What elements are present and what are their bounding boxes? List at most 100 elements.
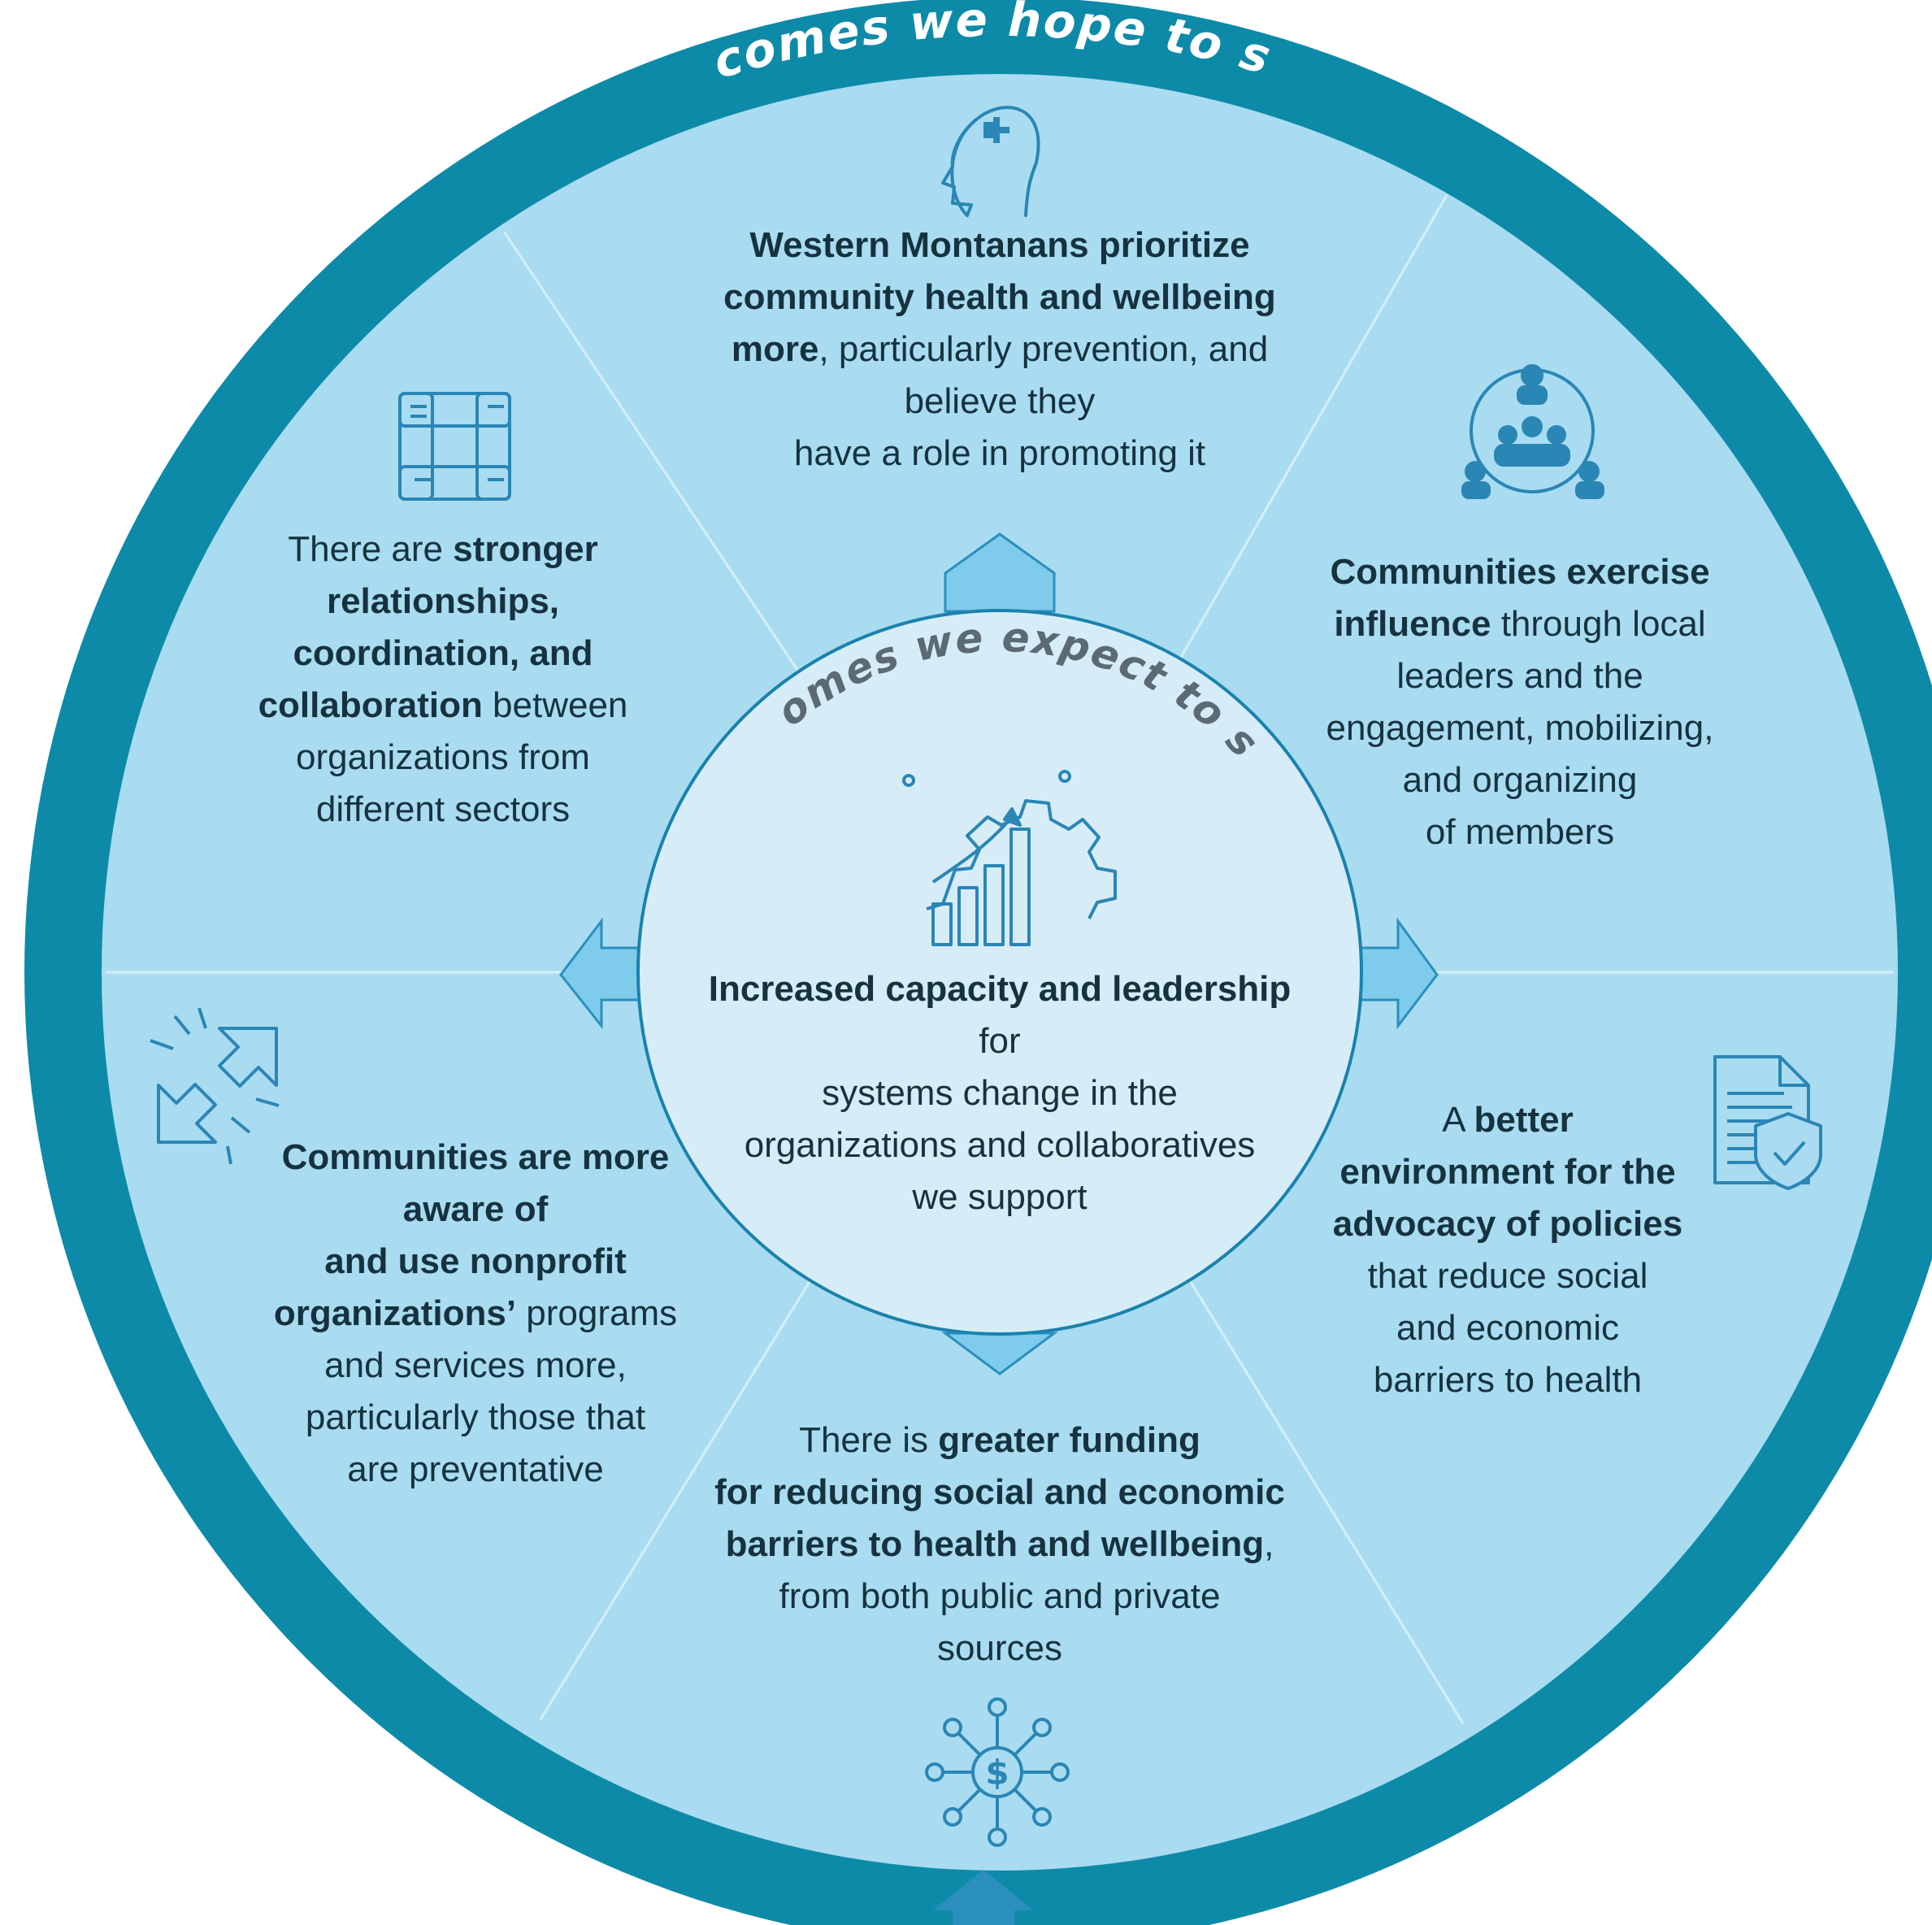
segment-text-line: have a role in promoting it bbox=[666, 428, 1333, 480]
expand-arrows-icon bbox=[150, 1007, 280, 1165]
segment-text-line: are preventative bbox=[248, 1444, 703, 1496]
segment-text-line: sources bbox=[666, 1623, 1333, 1675]
bold-text-run: relationships, bbox=[326, 581, 560, 621]
segment-text-line: barriers to health bbox=[1300, 1354, 1715, 1406]
text-run: and organizing bbox=[1402, 760, 1638, 800]
segment-text-line: for reducing social and economic bbox=[666, 1467, 1333, 1519]
text-run: that reduce social bbox=[1367, 1256, 1648, 1296]
segment-text-line: and economic bbox=[1300, 1302, 1715, 1354]
bold-text-run: community health and wellbeing bbox=[723, 277, 1276, 317]
text-run: There are bbox=[288, 529, 454, 569]
bold-text-run: and use nonprofit bbox=[324, 1241, 627, 1281]
text-run: organizations from bbox=[296, 737, 590, 777]
segment-text-line: from both public and private bbox=[666, 1571, 1333, 1623]
text-run: and economic bbox=[1396, 1308, 1619, 1348]
text-run: are preventative bbox=[347, 1449, 604, 1489]
segment-top-text: Western Montanans prioritize community he… bbox=[666, 219, 1333, 480]
bold-text-run: barriers to health and wellbeing bbox=[725, 1524, 1265, 1564]
segment-text-line: advocacy of policies bbox=[1300, 1198, 1715, 1250]
bold-text-run: Western Montanans prioritize bbox=[749, 225, 1250, 265]
bold-text-run: advocacy of policies bbox=[1332, 1204, 1683, 1244]
text-run: sources bbox=[936, 1628, 1063, 1668]
segment-text-line: and organizing bbox=[1292, 754, 1747, 806]
center-line-1: for bbox=[979, 1021, 1021, 1061]
text-run: programs bbox=[516, 1293, 678, 1333]
head-plus-icon bbox=[941, 106, 1040, 217]
segment-text-line: engagement, mobilizing, bbox=[1292, 702, 1747, 754]
arrow-bottom-entry bbox=[933, 1870, 1034, 1925]
segment-text-line: collaboration between bbox=[219, 680, 666, 732]
bold-text-run: influence bbox=[1334, 604, 1491, 644]
segment-text-line: organizations’ programs bbox=[248, 1288, 703, 1340]
segment-lower-left-text: Communities are more aware of and use nonp… bbox=[248, 1132, 703, 1496]
segment-text-line: of members bbox=[1292, 806, 1747, 858]
text-run: of members bbox=[1425, 812, 1615, 852]
text-run: and services more, bbox=[324, 1345, 627, 1385]
segment-text-line: believe they bbox=[666, 376, 1333, 428]
segment-text-line: environment for the bbox=[1300, 1146, 1715, 1198]
segment-text-line: and services more, bbox=[248, 1340, 703, 1392]
segment-text-line: relationships, bbox=[219, 576, 666, 628]
bold-text-run: stronger bbox=[453, 529, 598, 569]
segment-text-line: barriers to health and wellbeing, bbox=[666, 1519, 1333, 1571]
segment-text-line: influence through local bbox=[1292, 598, 1747, 650]
policy-document-shield-icon bbox=[1713, 1055, 1822, 1190]
bold-text-run: environment for the bbox=[1339, 1152, 1676, 1192]
bold-text-run: aware of bbox=[402, 1189, 549, 1229]
segment-text-line: and use nonprofit bbox=[248, 1236, 703, 1288]
segment-text-line: There are stronger bbox=[219, 524, 666, 576]
text-run: A bbox=[1442, 1100, 1474, 1140]
center-bold-line: Increased capacity and leadership bbox=[708, 969, 1292, 1009]
text-run: barriers to health bbox=[1373, 1360, 1643, 1400]
segment-text-line: Communities are more bbox=[248, 1132, 703, 1184]
segment-text-line: different sectors bbox=[219, 784, 666, 836]
text-run: , bbox=[1264, 1524, 1274, 1564]
arrow-right bbox=[1356, 917, 1439, 1030]
segment-bottom-text: There is greater funding for reducing soc… bbox=[666, 1414, 1333, 1675]
segment-text-line: A better bbox=[1300, 1094, 1715, 1146]
segment-text-line: community health and wellbeing bbox=[666, 272, 1333, 324]
segment-text-line: that reduce social bbox=[1300, 1250, 1715, 1302]
segment-upper-right-text: Communities exercise influence through lo… bbox=[1292, 546, 1747, 858]
text-run: believe they bbox=[904, 381, 1096, 421]
bold-text-run: more bbox=[731, 329, 819, 369]
text-run: engagement, mobilizing, bbox=[1326, 708, 1714, 748]
segment-text-line: particularly those that bbox=[248, 1392, 703, 1444]
text-run: between bbox=[482, 685, 628, 725]
text-run: particularly those that bbox=[305, 1397, 646, 1437]
text-run: through local bbox=[1491, 604, 1706, 644]
bold-text-run: Communities are more bbox=[281, 1137, 670, 1177]
community-group-icon bbox=[1461, 364, 1604, 499]
segment-text-line: Western Montanans prioritize bbox=[666, 219, 1333, 272]
bold-text-run: better bbox=[1474, 1100, 1574, 1140]
center-circle bbox=[636, 609, 1363, 1336]
center-line-4: we support bbox=[912, 1177, 1088, 1217]
gear-growth-chart-icon bbox=[902, 770, 1117, 946]
center-text: Increased capacity and leadership for sy… bbox=[683, 963, 1317, 1223]
segment-text-line: coordination, and bbox=[219, 628, 666, 680]
funding-network-icon: $ bbox=[925, 1697, 1070, 1847]
bold-text-run: collaboration bbox=[258, 685, 483, 725]
bold-text-run: for reducing social and economic bbox=[714, 1472, 1285, 1512]
bold-text-run: coordination, and bbox=[293, 633, 593, 673]
segment-text-line: leaders and the bbox=[1292, 650, 1747, 702]
bold-text-run: Communities exercise bbox=[1330, 552, 1710, 592]
segment-text-line: Communities exercise bbox=[1292, 546, 1747, 598]
text-run: from both public and private bbox=[779, 1576, 1221, 1616]
bold-text-run: greater funding bbox=[938, 1420, 1200, 1460]
text-run: have a role in promoting it bbox=[793, 433, 1206, 473]
text-run: leaders and the bbox=[1396, 656, 1643, 696]
text-run: , particularly prevention, and bbox=[818, 329, 1269, 369]
bold-text-run: organizations’ bbox=[273, 1293, 517, 1333]
linked-hands-icon bbox=[398, 392, 511, 501]
segment-upper-left-text: There are stronger relationships, coordina… bbox=[219, 524, 666, 836]
svg-text:$: $ bbox=[985, 1753, 1009, 1792]
segment-text-line: organizations from bbox=[219, 732, 666, 784]
text-run: different sectors bbox=[315, 789, 571, 829]
segment-text-line: aware of bbox=[248, 1184, 703, 1236]
segment-lower-right-text: A better environment for the advocacy of p… bbox=[1300, 1094, 1715, 1406]
segment-text-line: more, particularly prevention, and bbox=[666, 324, 1333, 376]
arrow-left bbox=[559, 917, 642, 1030]
segment-text-line: There is greater funding bbox=[666, 1414, 1333, 1467]
